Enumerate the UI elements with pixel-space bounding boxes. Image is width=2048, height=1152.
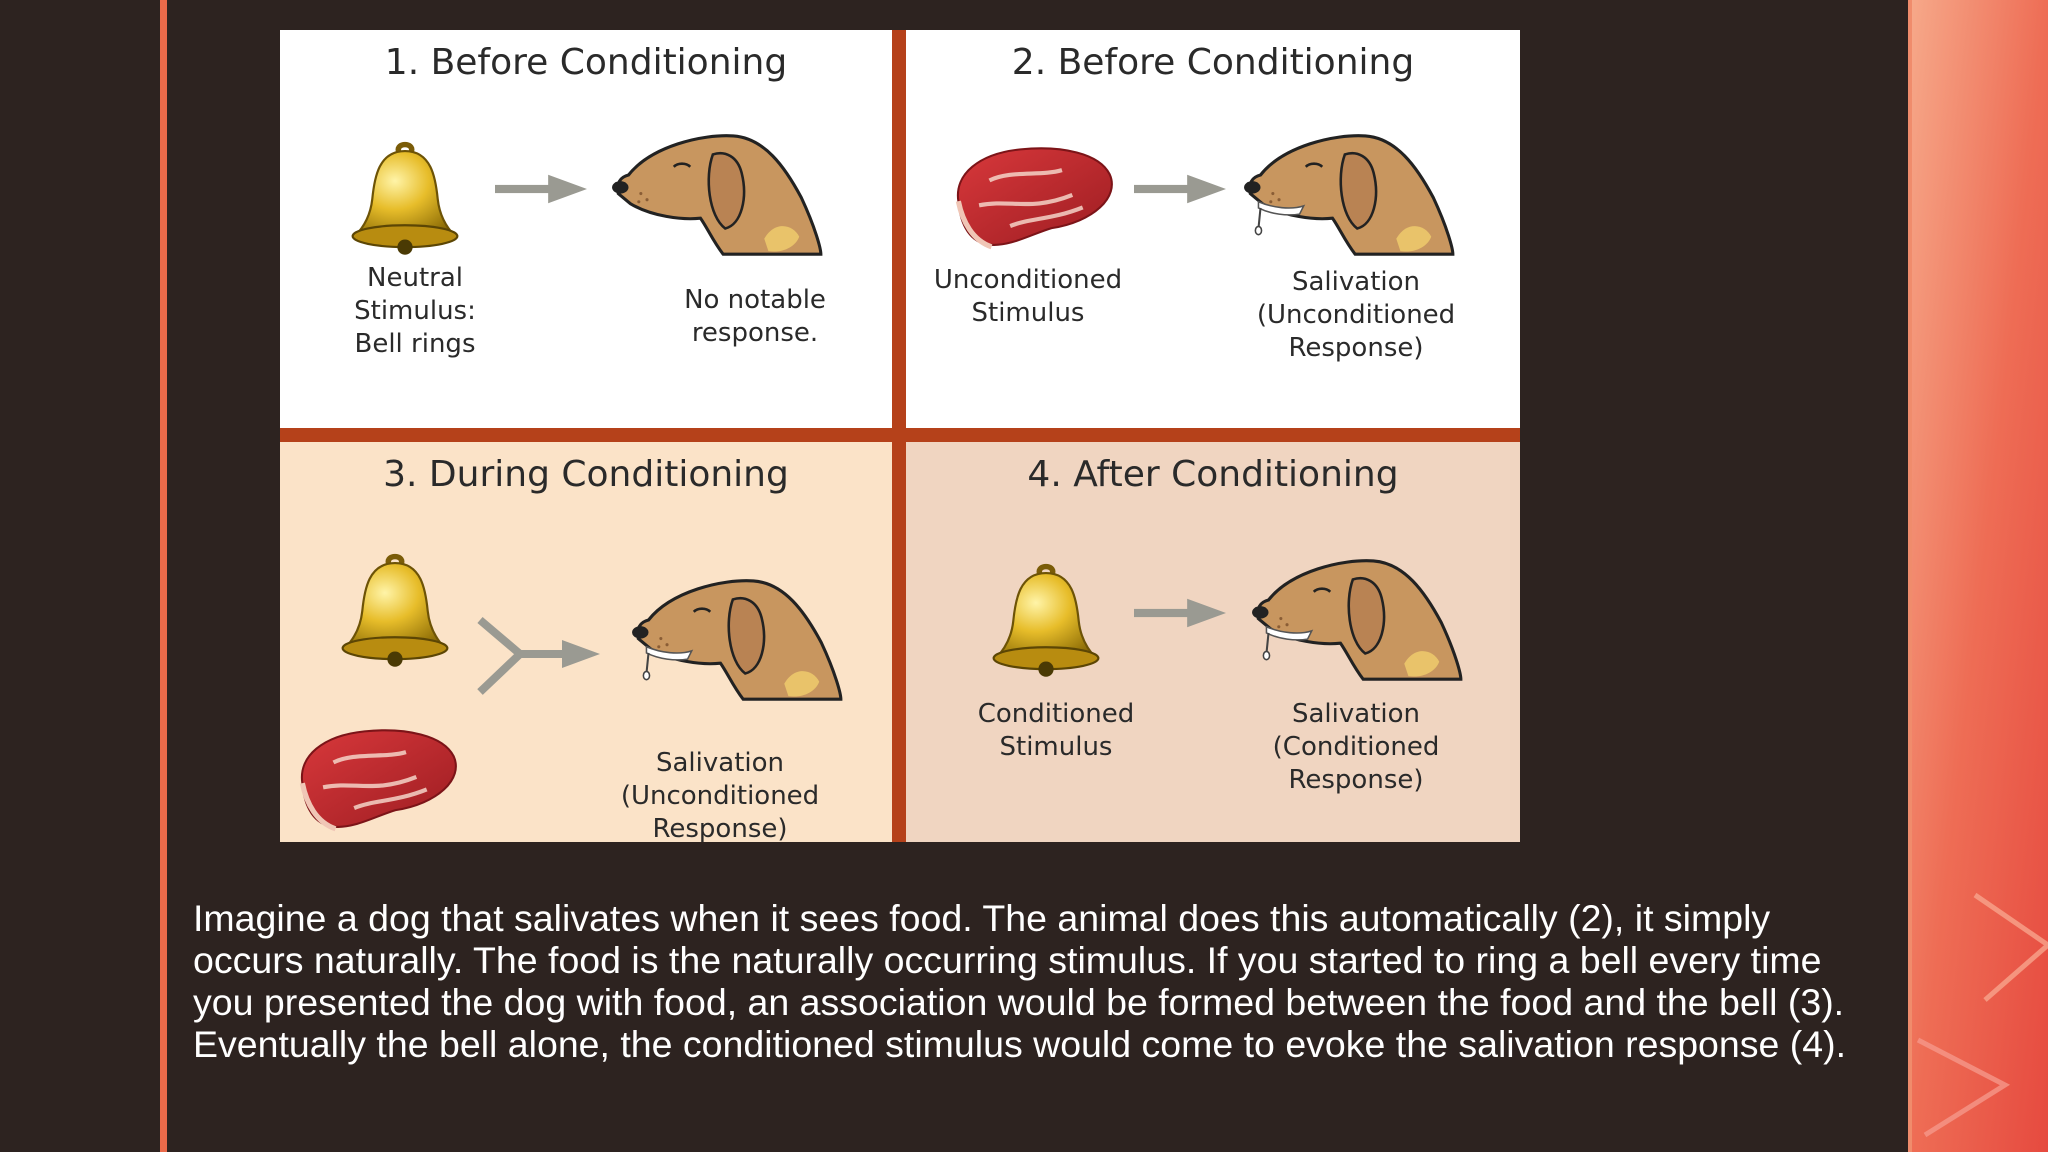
response-label: Salivation (Unconditioned Response)	[1256, 267, 1456, 363]
caption-line: Eventually the bell alone, the condition…	[193, 1023, 1847, 1065]
bell-icon	[335, 550, 455, 670]
stimulus-label: Unconditioned Stimulus	[933, 265, 1123, 328]
caption-line: Imagine a dog that salivates when it see…	[193, 897, 1771, 939]
salivating-dog-icon	[1250, 559, 1463, 681]
decorative-chevron	[1973, 892, 2048, 1002]
response-label: Salivation (Conditioned Response)	[1272, 699, 1440, 795]
response-label: No notable response.	[684, 285, 826, 348]
bell-icon	[345, 138, 465, 258]
dog-head-icon	[610, 134, 823, 256]
right-gradient-strip	[1912, 0, 2048, 1152]
panel-before-conditioning-2: 2. Before Conditioning Unconditioned Sti…	[906, 30, 1520, 428]
arrow-right-icon	[1134, 598, 1226, 628]
salivating-dog-icon	[630, 579, 843, 701]
arrow-right-icon	[495, 174, 587, 204]
stimulus-label: Neutral Stimulus: Bell rings	[354, 263, 476, 359]
panel-title: 1. Before Conditioning	[384, 42, 788, 83]
panel-before-conditioning-1: 1. Before Conditioning Neutral Stimulus:…	[280, 30, 892, 428]
meat-icon	[948, 136, 1120, 256]
panel-title: 3. During Conditioning	[383, 454, 789, 495]
classical-conditioning-diagram: 1. Before Conditioning Neutral Stimulus:…	[280, 30, 1520, 842]
caption-text: Imagine a dog that salivates when it see…	[193, 897, 1903, 1065]
decorative-chevron	[1916, 1037, 2011, 1138]
left-accent-bar	[160, 0, 167, 1152]
panel-title: 2. Before Conditioning	[1011, 42, 1415, 83]
panel-title: 4. After Conditioning	[1027, 454, 1399, 495]
salivating-dog-icon	[1242, 134, 1455, 256]
stimulus-label: Conditioned Stimulus	[977, 699, 1135, 762]
panel-during-conditioning: 3. During Conditioning Salivation (Uncon…	[280, 442, 892, 842]
caption-line: occurs naturally. The food is the natura…	[193, 939, 1822, 981]
bell-icon	[986, 560, 1106, 680]
arrow-right-icon	[1134, 174, 1226, 204]
merge-arrow-icon	[477, 616, 600, 695]
caption-line: you presented the dog with food, an asso…	[193, 981, 1845, 1023]
response-label: Salivation (Unconditioned Response)	[620, 748, 820, 842]
meat-icon	[292, 718, 464, 838]
panel-after-conditioning: 4. After Conditioning Conditioned Stimul…	[906, 442, 1520, 842]
